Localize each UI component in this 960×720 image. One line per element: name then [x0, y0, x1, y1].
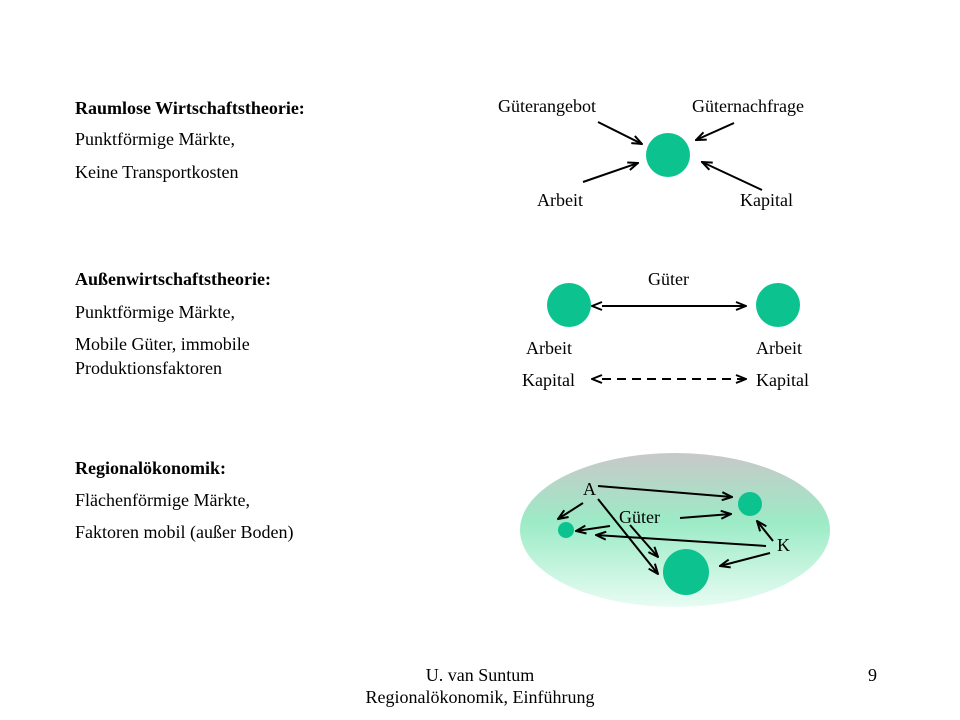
footer-credit: U. van Suntum Regionalökonomik, Einführu… [330, 664, 630, 708]
footer-course: Regionalökonomik, Einführung [365, 687, 595, 707]
page-number: 9 [868, 665, 877, 685]
section2-line2: Mobile Güter, immobile [75, 334, 250, 354]
section2-heading: Außenwirtschaftstheorie: [75, 269, 271, 289]
demand-arrow [696, 122, 735, 140]
supply-arrow [597, 121, 642, 144]
diagram2-trade [547, 283, 800, 379]
labor-label: Arbeit [537, 190, 583, 210]
node-large [663, 549, 709, 595]
node-small-left [558, 522, 574, 538]
section3-line1: Flächenförmige Märkte, [75, 490, 250, 510]
footer-author: U. van Suntum [425, 665, 535, 685]
capital-label: Kapital [740, 190, 793, 210]
section2-line1: Punktförmige Märkte, [75, 302, 235, 322]
labor-arrow [582, 163, 638, 183]
k-to-large-arrow [720, 552, 771, 566]
region-area [520, 453, 830, 607]
country-left-node [547, 283, 591, 327]
diagram3-region [520, 453, 830, 607]
k-to-left-arrow [596, 535, 767, 547]
goods-to-right-arrow [679, 514, 731, 518]
goods-to-large-arrow [629, 524, 658, 557]
section3-line2: Faktoren mobil (außer Boden) [75, 522, 294, 542]
node-small-right [738, 492, 762, 516]
capital-right-label: Kapital [756, 370, 809, 390]
goods-demand-label: Güternachfrage [692, 96, 804, 116]
section1-heading: Raumlose Wirtschaftstheorie: [75, 98, 305, 118]
market-node [646, 133, 690, 177]
k-to-right-arrow [757, 521, 774, 542]
section1-line1: Punktförmige Märkte, [75, 129, 235, 149]
a-to-left-arrow [558, 502, 584, 519]
section2-line3: Produktionsfaktoren [75, 358, 222, 378]
labor-left-label: Arbeit [526, 338, 572, 358]
label-k: K [777, 535, 790, 555]
capital-left-label: Kapital [522, 370, 575, 390]
goods-to-left-arrow [576, 526, 611, 531]
goods-supply-label: Güterangebot [498, 96, 596, 116]
label-a: A [583, 479, 596, 499]
section3-heading: Regionalökonomik: [75, 458, 227, 478]
diagram1-point-market [582, 121, 763, 191]
goods-label: Güter [648, 269, 689, 289]
a-to-right-arrow [597, 485, 732, 497]
section1-line2: Keine Transportkosten [75, 162, 239, 182]
labor-right-label: Arbeit [756, 338, 802, 358]
goods-region-label: Güter [619, 507, 660, 527]
capital-arrow [702, 162, 763, 191]
country-right-node [756, 283, 800, 327]
